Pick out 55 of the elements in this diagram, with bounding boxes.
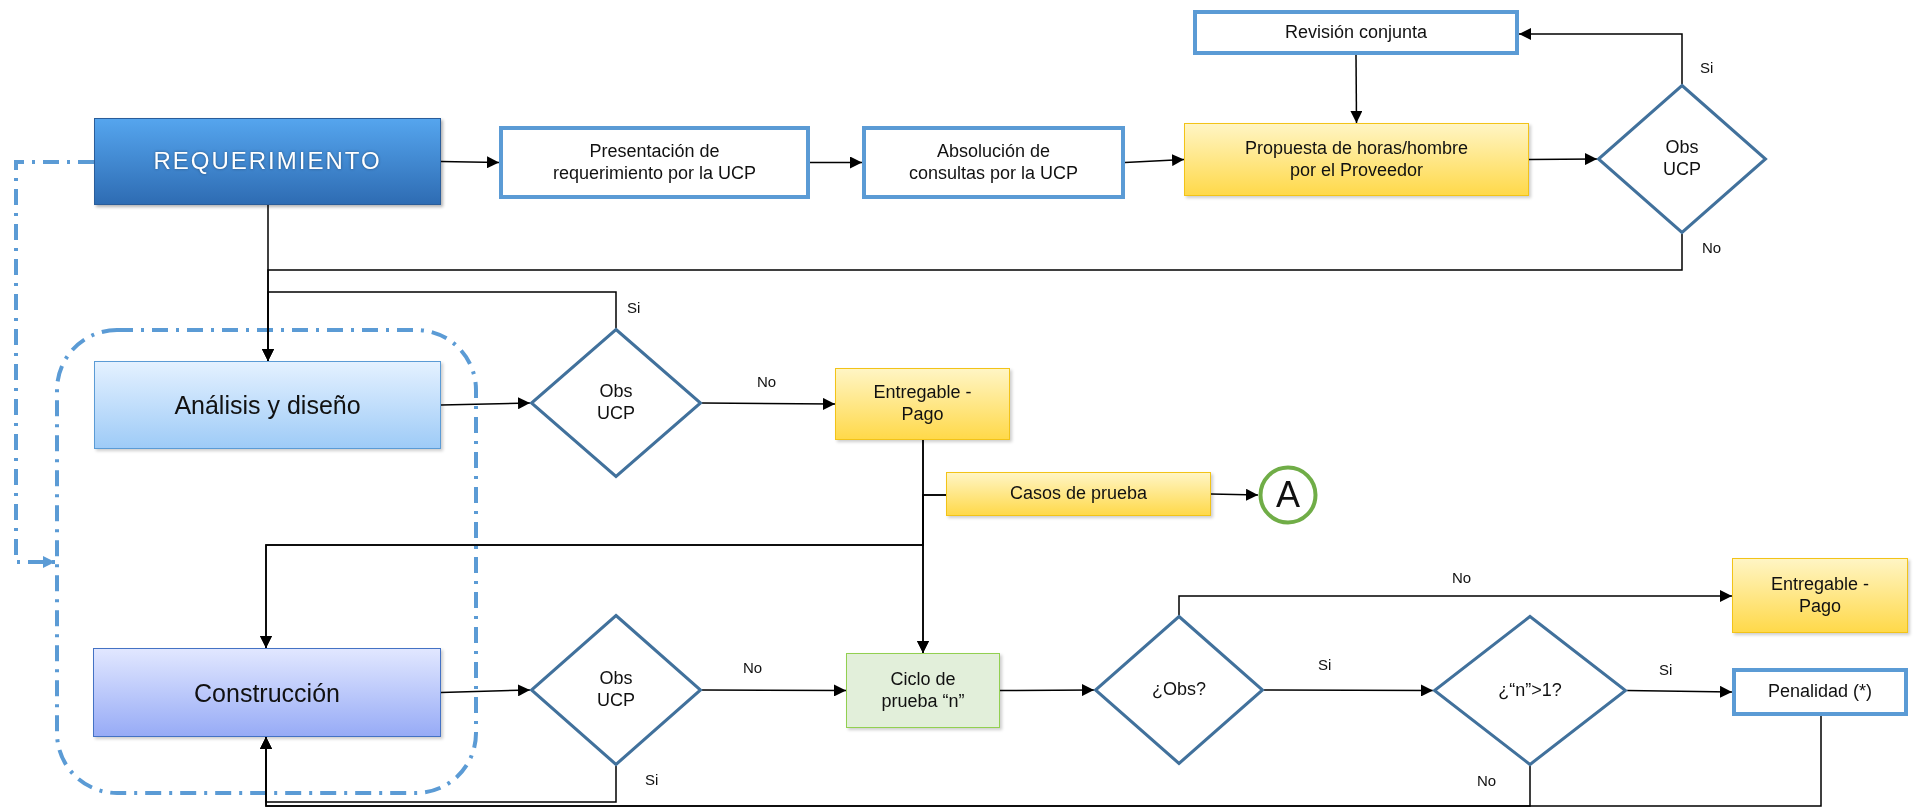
node-text: Entregable - Pago bbox=[1769, 573, 1871, 618]
arrow bbox=[701, 397, 836, 410]
node-text: A bbox=[1276, 473, 1300, 517]
arrow bbox=[809, 156, 863, 169]
decision-diamond bbox=[1597, 84, 1767, 234]
decision-diamond bbox=[530, 328, 702, 478]
process-box bbox=[946, 472, 1211, 516]
node-text: ¿“n”>1? bbox=[1498, 679, 1562, 702]
arrow bbox=[260, 715, 1822, 807]
process-box bbox=[1184, 123, 1529, 196]
process-box bbox=[499, 126, 810, 199]
node-text: Construcción bbox=[194, 677, 340, 708]
arrow bbox=[1350, 54, 1363, 124]
arrow bbox=[440, 684, 531, 697]
node-text: Casos de prueba bbox=[1009, 483, 1148, 505]
node-text: Absolución de consultas por la UCP bbox=[907, 140, 1080, 185]
process-box bbox=[835, 368, 1010, 440]
arrow bbox=[999, 684, 1095, 697]
node-text: Análisis y diseño bbox=[174, 390, 361, 420]
arrow bbox=[1210, 488, 1259, 501]
process-box bbox=[862, 126, 1125, 199]
node-text: ¿Obs? bbox=[1152, 679, 1206, 701]
node-text: Propuesta de horas/hombre por el Proveedor bbox=[1243, 137, 1470, 182]
decision-diamond bbox=[1094, 615, 1264, 765]
arrow bbox=[1626, 685, 1733, 698]
decision-diamond bbox=[1433, 615, 1627, 766]
node-text: Revisión conjunta bbox=[1284, 21, 1428, 44]
dashed-arrow bbox=[14, 160, 94, 568]
arrow bbox=[701, 684, 847, 697]
process-box bbox=[846, 653, 1000, 728]
node-text: Obs UCP bbox=[596, 381, 636, 425]
arrow bbox=[1124, 154, 1185, 167]
process-box bbox=[1732, 558, 1908, 633]
connector-circle bbox=[1258, 465, 1318, 525]
arrow bbox=[440, 156, 500, 169]
arrow bbox=[1178, 590, 1733, 616]
arrow bbox=[262, 291, 617, 362]
process-box bbox=[1193, 10, 1519, 55]
node-text: Penalidad (*) bbox=[1767, 681, 1873, 703]
node-text: Obs UCP bbox=[1662, 137, 1702, 181]
arrow bbox=[440, 397, 531, 410]
phase-box bbox=[94, 361, 441, 449]
process-box bbox=[94, 118, 441, 205]
node-text: Obs UCP bbox=[596, 668, 636, 712]
node-text: Ciclo de prueba “n” bbox=[880, 668, 966, 713]
phase-box bbox=[93, 648, 441, 737]
node-text: Entregable - Pago bbox=[872, 382, 973, 426]
process-box bbox=[1732, 668, 1908, 716]
arrow bbox=[1518, 28, 1683, 85]
decision-diamond bbox=[530, 614, 702, 766]
arrow bbox=[1528, 153, 1598, 166]
arrow bbox=[1263, 684, 1434, 697]
node-text: Presentación de requerimiento por la UCP bbox=[551, 140, 758, 185]
node-text: REQUERIMIENTO bbox=[153, 147, 382, 176]
arrow bbox=[260, 494, 947, 649]
